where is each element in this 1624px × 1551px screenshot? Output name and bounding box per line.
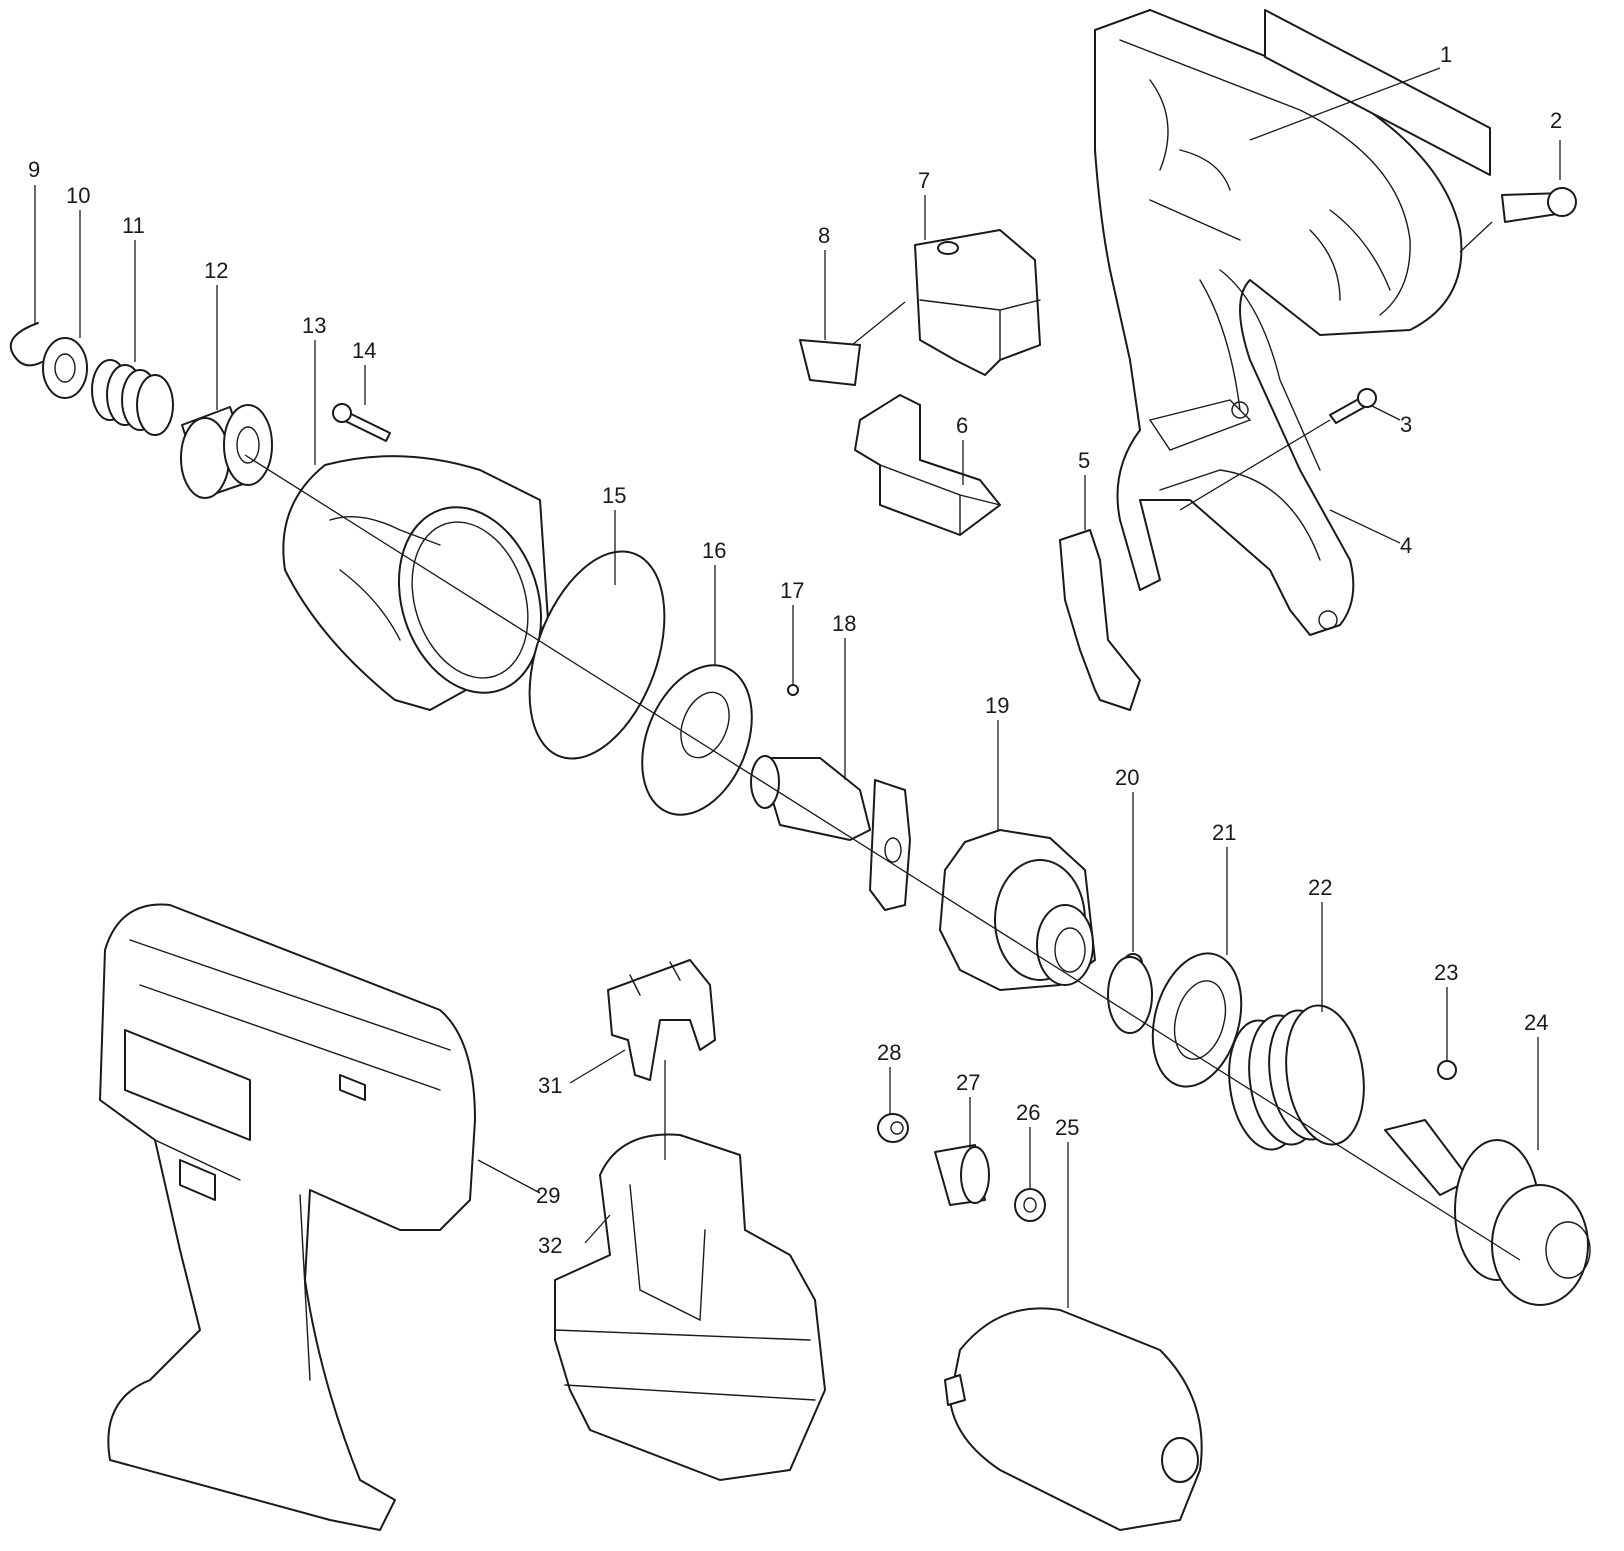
part-8-switch-part <box>799 339 861 386</box>
callout-5: 5 <box>1078 448 1090 473</box>
part-3-screw <box>1329 388 1377 424</box>
part-28-bushing <box>877 1113 909 1143</box>
part-1-housing-half <box>1094 9 1463 636</box>
part-5-clip <box>1059 529 1141 711</box>
part-11-spring <box>91 359 174 436</box>
part-22-spring <box>1228 1004 1365 1151</box>
part-12-sleeve <box>180 404 273 499</box>
part-20-o-ring <box>1107 953 1153 1034</box>
callout-9: 9 <box>28 157 40 182</box>
callout-15: 15 <box>602 483 626 508</box>
callout-1: 1 <box>1440 42 1452 67</box>
part-10-washer <box>42 337 88 399</box>
part-1-label-plate <box>1264 9 1491 176</box>
callout-2: 2 <box>1550 108 1562 133</box>
callout-numbers: 1 2 3 4 5 6 7 8 9 10 11 12 13 14 15 16 1… <box>28 42 1562 1258</box>
part-26-bushing <box>1014 1188 1046 1222</box>
callout-7: 7 <box>918 168 930 193</box>
callout-25: 25 <box>1055 1115 1079 1140</box>
part-19-hammer-case <box>939 829 1096 991</box>
callout-4: 4 <box>1400 533 1412 558</box>
callout-31: 31 <box>538 1073 562 1098</box>
part-7-switch <box>914 229 1041 376</box>
callout-26: 26 <box>1016 1100 1040 1125</box>
callout-6: 6 <box>956 413 968 438</box>
part-14-screw <box>332 403 391 442</box>
part-9-retaining-ring <box>9 322 43 367</box>
callout-22: 22 <box>1308 875 1332 900</box>
part-29-housing-half <box>99 903 476 1531</box>
part-32-battery <box>554 1133 826 1481</box>
part-25-motor <box>944 1307 1203 1531</box>
callout-16: 16 <box>702 538 726 563</box>
part-17-ball <box>787 684 799 696</box>
callout-14: 14 <box>352 338 376 363</box>
leader-lines <box>34 67 1561 1308</box>
part-23-ball <box>1437 1060 1457 1080</box>
part-27-pinion-gear <box>934 1144 990 1206</box>
callout-28: 28 <box>877 1040 901 1065</box>
callout-12: 12 <box>204 258 228 283</box>
callout-29: 29 <box>536 1183 560 1208</box>
callout-23: 23 <box>1434 960 1458 985</box>
callout-3: 3 <box>1400 412 1412 437</box>
callout-27: 27 <box>956 1070 980 1095</box>
callout-20: 20 <box>1115 765 1139 790</box>
part-21-washer <box>1151 952 1243 1088</box>
callout-32: 32 <box>538 1233 562 1258</box>
callout-8: 8 <box>818 223 830 248</box>
part-6-bracket <box>854 394 1001 536</box>
part-31-terminal <box>607 959 716 1081</box>
callout-24: 24 <box>1524 1010 1548 1035</box>
part-13-gear-housing <box>282 455 549 711</box>
callout-19: 19 <box>985 693 1009 718</box>
part-24-anvil <box>1384 1119 1591 1306</box>
callout-17: 17 <box>780 578 804 603</box>
part-18-spindle <box>750 755 911 911</box>
callout-11: 11 <box>122 213 145 238</box>
callout-13: 13 <box>302 313 326 338</box>
part-2-screw <box>1501 187 1577 223</box>
callout-21: 21 <box>1212 820 1236 845</box>
part-15-gasket <box>528 550 666 760</box>
callout-10: 10 <box>66 183 90 208</box>
callout-18: 18 <box>832 611 856 636</box>
